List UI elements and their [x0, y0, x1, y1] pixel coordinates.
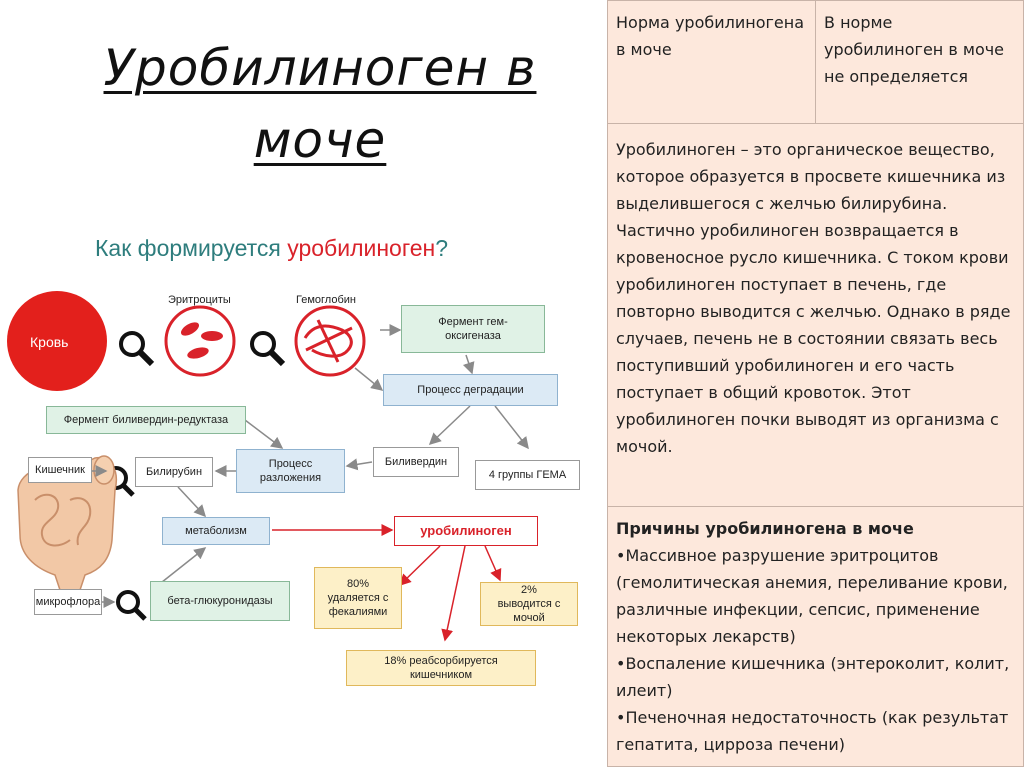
intestine-box: Кишечник	[28, 457, 92, 483]
hemoglobin-label: Гемоглобин	[296, 294, 356, 306]
degradation-box: Процесс деградации	[383, 374, 558, 406]
urine-box: 2% выводится с мочой	[480, 582, 578, 626]
metabolism-box: метаболизм	[162, 517, 270, 545]
blood-label: Кровь	[30, 334, 68, 350]
hemoglobin-icon	[296, 307, 364, 375]
norm-value: В норме уробилиноген в моче не определяе…	[824, 13, 1004, 86]
causes-cell: Причины уробилиногена в моче •Массивное …	[607, 506, 1024, 767]
description-text: Уробилиноген – это органическое вещество…	[616, 140, 1010, 456]
biliverdin-box: Биливердин	[373, 447, 459, 477]
erythrocytes-label: Эритроциты	[168, 294, 231, 306]
cause-item: •Массивное разрушение эритроцитов (гемол…	[616, 542, 1015, 650]
causes-title: Причины уробилиногена в моче	[616, 515, 1015, 542]
erythrocytes-icon	[166, 307, 234, 375]
norm-value-cell: В норме уробилиноген в моче не определяе…	[815, 0, 1024, 124]
norm-label-cell: Норма уробилиногена в моче	[607, 0, 816, 124]
reabsorbed-box: 18% реабсорбируется кишечником	[346, 650, 536, 686]
heme-groups-box: 4 группы ГЕМА	[475, 460, 580, 490]
microflora-box: микрофлора	[34, 589, 102, 615]
decomposition-box: Процесс разложения	[236, 449, 345, 493]
cause-item: •Воспаление кишечника (энтероколит, коли…	[616, 650, 1015, 704]
description-cell: Уробилиноген – это органическое вещество…	[607, 123, 1024, 507]
norm-label: Норма уробилиногена в моче	[616, 13, 804, 59]
enzyme-heme-box: Фермент гем-оксигеназа	[401, 305, 545, 353]
beta-glucuronidase-box: бета-глюкуронидазы	[150, 581, 290, 621]
bilirubin-box: Билирубин	[135, 457, 213, 487]
feces-box: 80% удаляется с фекалиями	[314, 567, 402, 629]
biliverdin-reductase-box: Фермент биливердин-редуктаза	[46, 406, 246, 434]
cause-item: •Печеночная недостаточность (как результ…	[616, 704, 1015, 758]
urobilinogen-box: уробилиноген	[394, 516, 538, 546]
